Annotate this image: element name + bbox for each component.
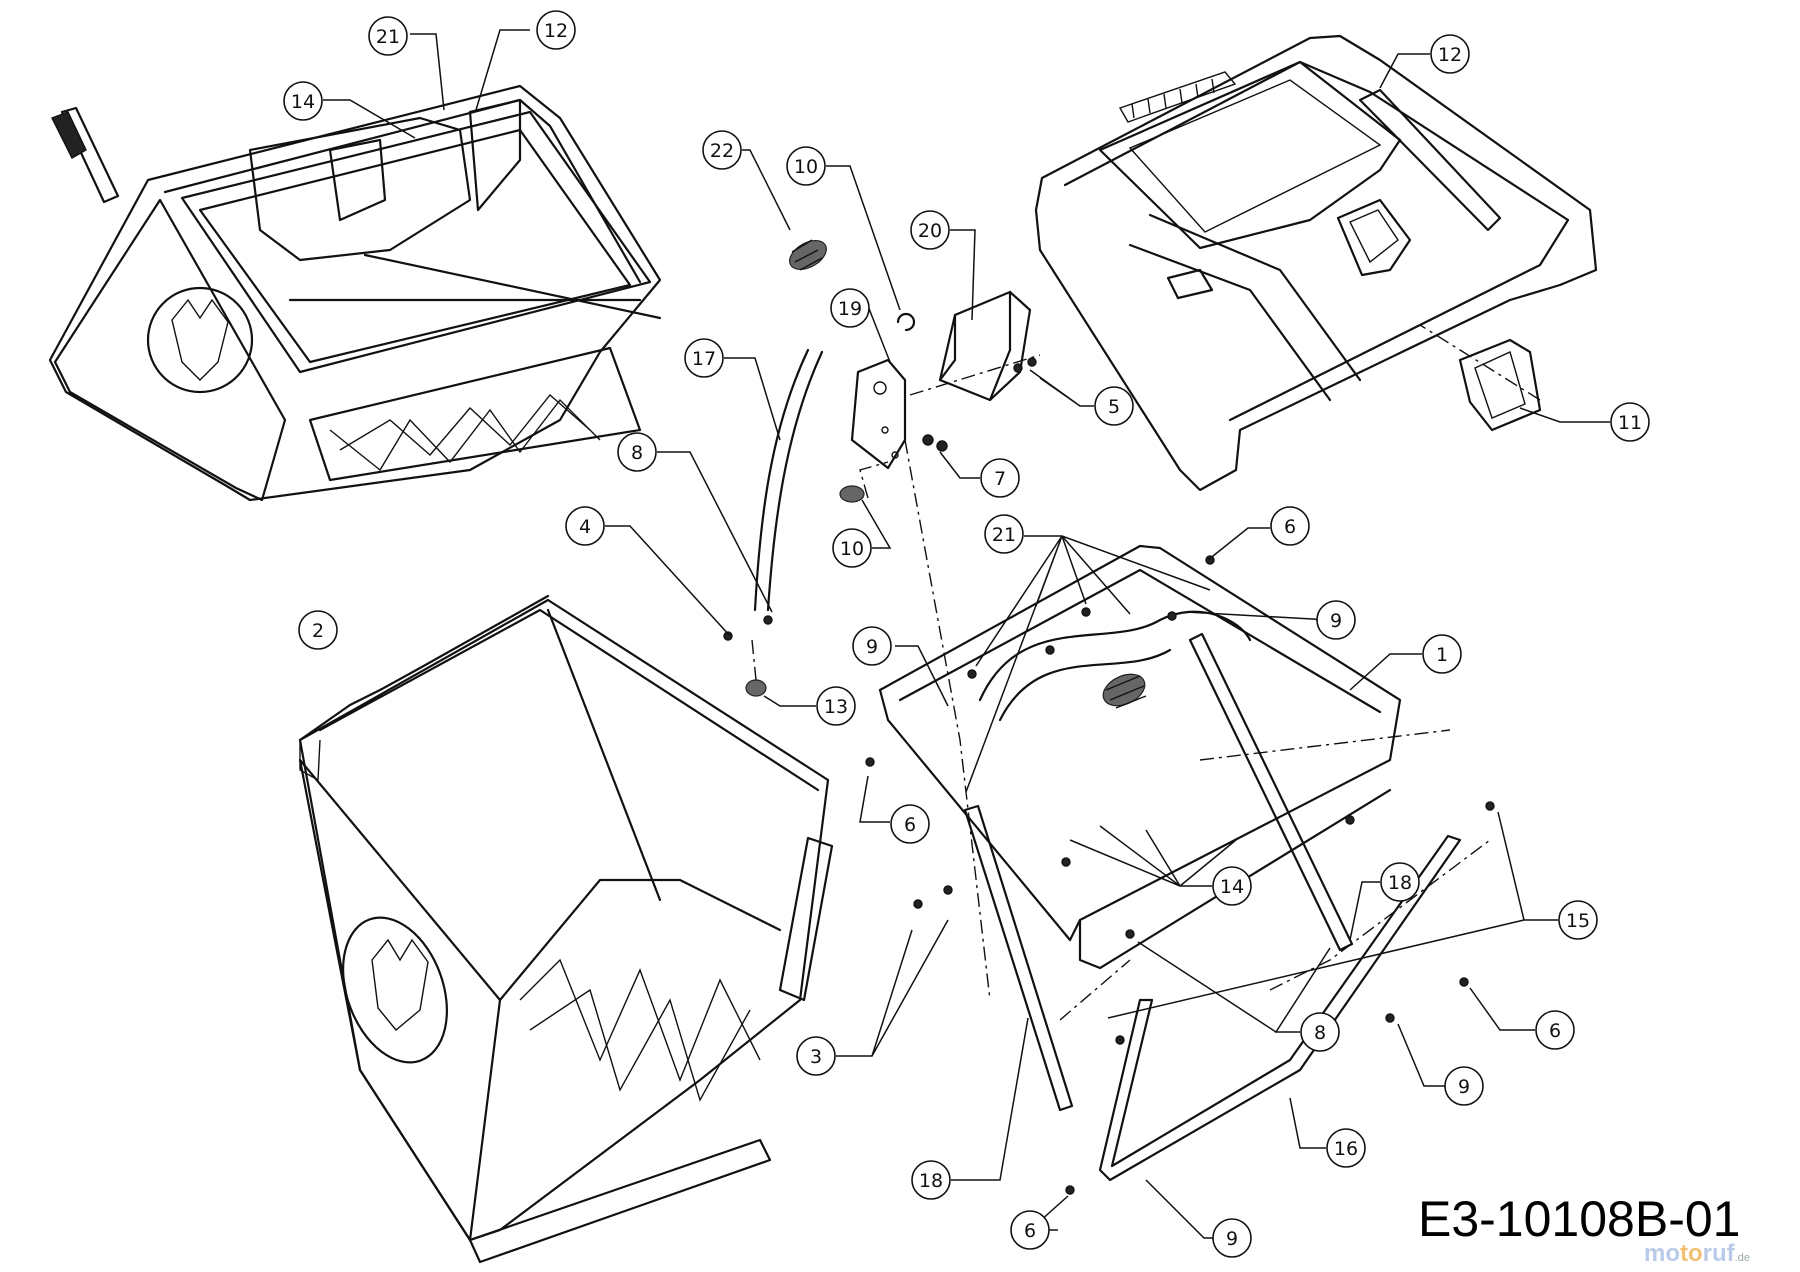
callout-14-mid: 14: [1212, 866, 1252, 906]
watermark-part2: to: [1680, 1240, 1703, 1267]
callout-label: 7: [994, 468, 1006, 490]
callout-8-left: 8: [617, 432, 657, 472]
callout-label: 9: [1330, 610, 1342, 632]
callout-label: 20: [918, 220, 942, 242]
callout-17: 17: [684, 338, 724, 378]
callout-label: 21: [376, 26, 400, 48]
callout-18-right: 18: [1380, 862, 1420, 902]
callout-label: 18: [919, 1170, 943, 1192]
callout-label: 9: [866, 636, 878, 658]
callout-3: 3: [796, 1036, 836, 1076]
callout-9-right: 9: [1316, 600, 1356, 640]
callout-label: 6: [904, 814, 916, 836]
callout-6-right: 6: [1535, 1010, 1575, 1050]
callout-label: 12: [544, 20, 568, 42]
callout-10-mid: 10: [832, 528, 872, 568]
leader-lines: [323, 29, 1610, 1239]
callout-label: 14: [1220, 876, 1244, 898]
callout-label: 11: [1618, 412, 1642, 434]
clip-part-mid: [839, 485, 865, 503]
callout-12-topleft: 12: [536, 10, 576, 50]
callout-label: 15: [1566, 910, 1590, 932]
callout-18-bottom: 18: [911, 1160, 951, 1200]
watermark-tld: .de: [1734, 1252, 1750, 1264]
callout-label: 19: [838, 298, 862, 320]
callout-10-top: 10: [786, 146, 826, 186]
callout-label: 10: [840, 538, 864, 560]
callout-21-top: 21: [368, 16, 408, 56]
watermark-part3: ruf: [1702, 1240, 1735, 1267]
callout-13: 13: [816, 686, 856, 726]
callout-9-bottom: 9: [1212, 1218, 1252, 1258]
callout-label: 18: [1388, 872, 1412, 894]
callout-label: 6: [1284, 516, 1296, 538]
spring-small-part: [745, 679, 767, 697]
callout-label: 13: [824, 696, 848, 718]
callout-2: 2: [298, 610, 338, 650]
bracket-part: [850, 358, 907, 470]
watermark-part1: mo: [1644, 1240, 1680, 1267]
callout-6-mid: 6: [890, 804, 930, 844]
callout-label: 3: [810, 1046, 822, 1068]
callout-label: 14: [291, 91, 315, 113]
callout-21-mid: 21: [984, 514, 1024, 554]
callout-4: 4: [565, 506, 605, 546]
callout-11: 11: [1610, 402, 1650, 442]
screws: [723, 357, 1037, 641]
callout-6-bottom: 6: [1010, 1210, 1050, 1250]
clip-part-top: [896, 312, 916, 332]
catcher-bag: [298, 594, 834, 1264]
callout-label: 21: [992, 524, 1016, 546]
callout-label: 6: [1549, 1020, 1561, 1042]
callout-8-right: 8: [1300, 1012, 1340, 1052]
callout-label: 16: [1334, 1138, 1358, 1160]
callout-label: 12: [1438, 44, 1462, 66]
callout-1: 1: [1422, 634, 1462, 674]
spring-part: [789, 239, 827, 271]
assembled-grass-catcher: [48, 84, 662, 502]
callout-label: 1: [1436, 644, 1448, 666]
funnel-part: [938, 290, 1032, 402]
callout-label: 6: [1024, 1220, 1036, 1242]
callout-label: 8: [1314, 1022, 1326, 1044]
callout-label: 9: [1226, 1228, 1238, 1250]
callout-5: 5: [1094, 386, 1134, 426]
callout-6-top: 6: [1270, 506, 1310, 546]
callout-label: 4: [579, 516, 591, 538]
callout-22: 22: [702, 130, 742, 170]
callout-label: 17: [692, 348, 716, 370]
callout-9-lowright: 9: [1444, 1066, 1484, 1106]
callout-label: 10: [794, 156, 818, 178]
callout-label: 8: [631, 442, 643, 464]
callout-16: 16: [1326, 1128, 1366, 1168]
callout-9-left: 9: [852, 626, 892, 666]
callout-label: 9: [1458, 1076, 1470, 1098]
callout-19: 19: [830, 288, 870, 328]
callout-12-topright: 12: [1430, 34, 1470, 74]
callout-14-topleft: 14: [283, 81, 323, 121]
watermark-logo: motoruf.de: [1644, 1240, 1750, 1268]
drawing-code: E3-10108B-01: [1418, 1191, 1741, 1247]
callout-label: 22: [710, 140, 734, 162]
rod-part: [753, 348, 824, 612]
hood-top-cover: [1034, 34, 1598, 492]
callout-7: 7: [980, 458, 1020, 498]
callout-15: 15: [1558, 900, 1598, 940]
callout-20: 20: [910, 210, 950, 250]
callout-label: 5: [1108, 396, 1120, 418]
callout-label: 2: [312, 620, 324, 642]
flap-part: [1458, 338, 1542, 432]
